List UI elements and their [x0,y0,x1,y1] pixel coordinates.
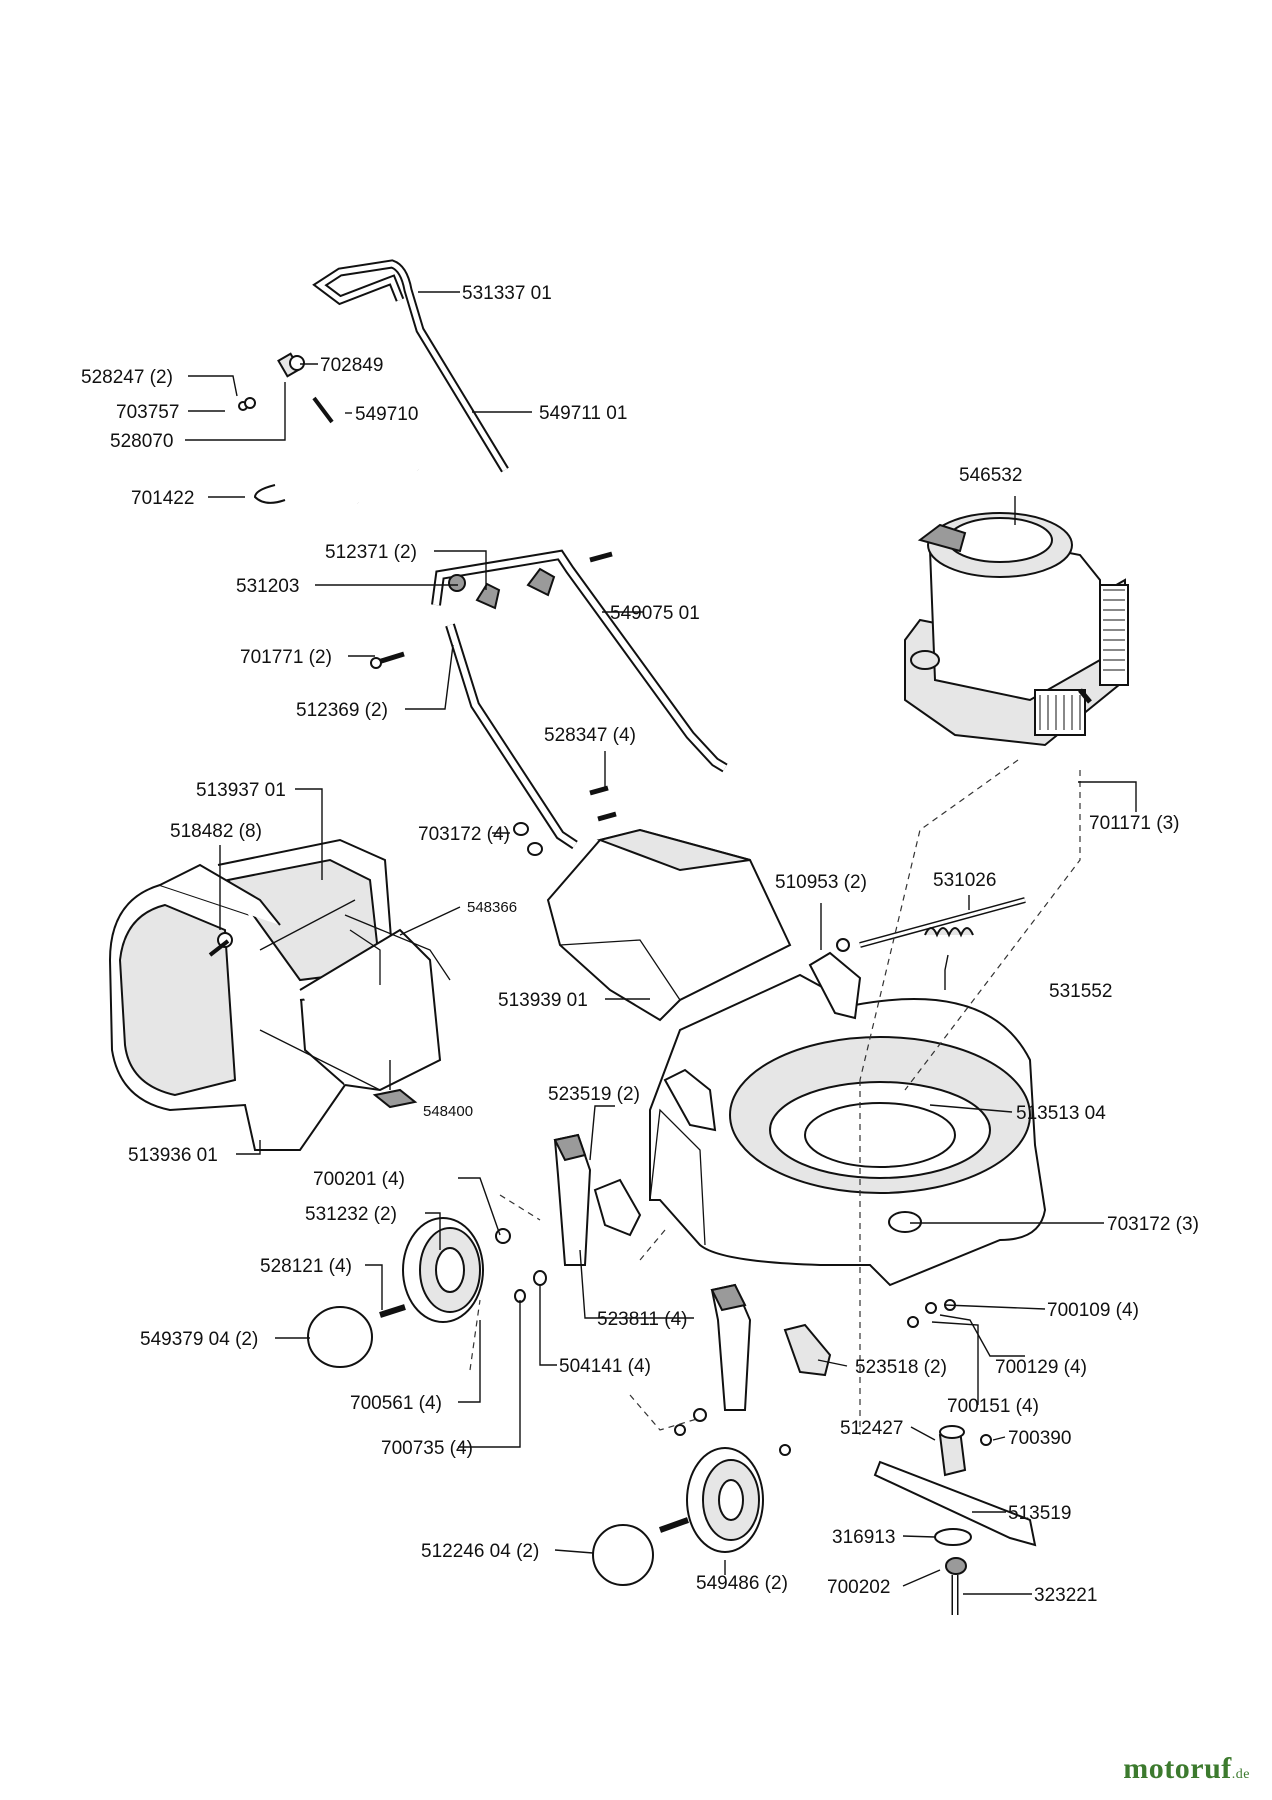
part-label: 504141 (4) [559,1356,651,1377]
rear-wheel-drawing [307,1217,484,1368]
front-height-adjuster-drawing [674,1283,832,1456]
part-labels: 531337 01 528247 (2) 702849 703757 54971… [81,283,1199,1606]
part-label: 549711 01 [539,403,627,424]
part-label: 523518 (2) [855,1357,947,1378]
part-label: 528347 (4) [544,725,636,746]
part-label: 513937 01 [196,780,286,801]
brand-logo: motoruf.de [1123,1752,1250,1786]
part-label: 531203 [236,576,299,597]
part-label: 703172 (4) [418,824,510,845]
engine-drawing [904,512,1129,747]
leader-lines [185,291,1137,1595]
part-label: 528247 (2) [81,367,173,388]
part-label: 700390 [1008,1428,1071,1449]
part-label: 703757 [116,402,179,423]
part-label: 700151 (4) [947,1396,1039,1417]
part-label: 510953 (2) [775,872,867,893]
assembly-guide-lines [469,759,1081,1435]
part-label: 513513 04 [1016,1103,1106,1124]
part-label: 703172 (3) [1107,1214,1199,1235]
rear-height-adjuster-drawing [495,1133,642,1303]
part-label: 531552 [1049,981,1112,1002]
part-label: 523519 (2) [548,1084,640,1105]
part-label: 323221 [1034,1585,1097,1606]
part-label: 513936 01 [128,1145,218,1166]
part-label: 702849 [320,355,383,376]
part-label: 700201 (4) [313,1169,405,1190]
part-label: 316913 [832,1527,895,1548]
deck-drawing [649,951,1047,1328]
part-label: 700561 (4) [350,1393,442,1414]
axle-drawing [836,897,1026,952]
part-label: 531337 01 [462,283,552,304]
part-label: 701422 [131,488,194,509]
upper-handle-drawing [227,259,509,505]
lower-handle-drawing [370,549,728,856]
part-label: 531232 (2) [305,1204,397,1225]
part-label: 700735 (4) [381,1438,473,1459]
part-label: 700129 (4) [995,1357,1087,1378]
part-label: 512369 (2) [296,700,388,721]
part-label: 548400 [423,1103,473,1120]
part-label: 518482 (8) [170,821,262,842]
brand-domain: .de [1231,1767,1250,1782]
grass-bag-drawing [108,838,451,1151]
part-label: 700202 [827,1577,890,1598]
part-label: 700109 (4) [1047,1300,1139,1321]
part-label: 549075 01 [610,603,700,624]
part-label: 549379 04 (2) [140,1329,258,1350]
part-label: 513519 [1008,1503,1071,1524]
part-label: 548366 [467,899,517,916]
front-wheel-drawing [592,1447,764,1586]
part-label: 523811 (4) [597,1309,688,1330]
brand-name: motoruf [1123,1752,1232,1785]
part-label: 549486 (2) [696,1573,788,1594]
part-label: 531026 [933,870,996,891]
part-label: 701171 (3) [1089,813,1180,834]
part-label: 512246 04 (2) [421,1541,539,1562]
top-flap-drawing [546,828,792,1022]
part-label: 512427 [840,1418,903,1439]
part-label: 546532 [959,465,1022,486]
part-label: 549710 [355,404,418,425]
part-label: 513939 01 [498,990,588,1011]
part-label: 512371 (2) [325,542,417,563]
part-label: 701771 (2) [240,647,332,668]
part-label: 528070 [110,431,173,452]
part-label: 528121 (4) [260,1256,352,1277]
